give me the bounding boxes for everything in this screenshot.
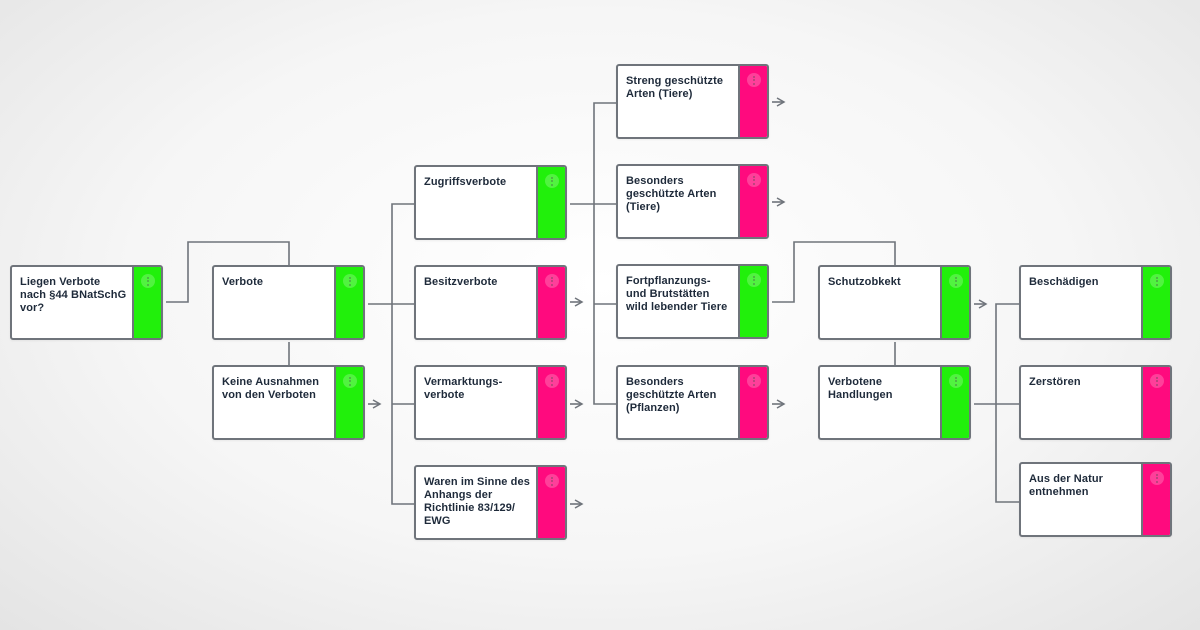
link-fortpflanzung-schutz: [772, 241, 896, 303]
status-indicator[interactable]: [940, 267, 969, 338]
status-indicator[interactable]: [738, 367, 767, 438]
node-beschaedigen[interactable]: Beschädigen: [1019, 265, 1172, 340]
node-label: Waren im Sinne des Anhangs der Richtlini…: [424, 476, 530, 527]
node-zugriffsverbote[interactable]: Zugriffsverbote: [414, 165, 567, 240]
more-options-icon[interactable]: [140, 274, 155, 288]
link-root-verbote: [166, 241, 290, 303]
node-label: Liegen Verbote nach §44 BNatSchG vor?: [20, 276, 127, 314]
more-options-icon[interactable]: [342, 274, 357, 288]
status-indicator[interactable]: [536, 467, 565, 538]
more-options-icon[interactable]: [544, 274, 559, 288]
branch-column3: [391, 203, 414, 505]
node-besitzverbote[interactable]: Besitzverbote: [414, 265, 567, 340]
node-label: Zugriffsverbote: [424, 176, 507, 188]
node-label: Vermarktungs-verbote: [424, 376, 503, 401]
more-options-icon[interactable]: [746, 273, 761, 287]
more-options-icon[interactable]: [746, 374, 761, 388]
more-options-icon[interactable]: [1149, 274, 1164, 288]
branch-column6: [995, 303, 1019, 503]
node-label: Besitzverbote: [424, 276, 498, 288]
more-options-icon[interactable]: [948, 274, 963, 288]
node-label: Besonders geschützte Arten (Tiere): [626, 175, 717, 213]
more-options-icon[interactable]: [1149, 374, 1164, 388]
status-indicator[interactable]: [536, 267, 565, 338]
more-options-icon[interactable]: [746, 73, 761, 87]
status-indicator[interactable]: [132, 267, 161, 338]
more-options-icon[interactable]: [948, 374, 963, 388]
node-besonders-geschuetzte-pflanzen[interactable]: Besonders geschützte Arten (Pflanzen): [616, 365, 769, 440]
node-aus-der-natur-entnehmen[interactable]: Aus der Natur entnehmen: [1019, 462, 1172, 537]
node-waren-richtlinie[interactable]: Waren im Sinne des Anhangs der Richtlini…: [414, 465, 567, 540]
node-label: Aus der Natur entnehmen: [1029, 473, 1104, 498]
more-options-icon[interactable]: [1149, 471, 1164, 485]
status-indicator[interactable]: [334, 267, 363, 338]
node-label: Streng geschützte Arten (Tiere): [626, 75, 724, 100]
node-label: Schutzobkekt: [828, 276, 901, 288]
node-vermarktungsverbote[interactable]: Vermarktungs-verbote: [414, 365, 567, 440]
more-options-icon[interactable]: [544, 474, 559, 488]
node-schutzobjekt[interactable]: Schutzobkekt: [818, 265, 971, 340]
status-indicator[interactable]: [1141, 267, 1170, 338]
status-indicator[interactable]: [536, 167, 565, 238]
node-keine-ausnahmen[interactable]: Keine Ausnahmen von den Verboten: [212, 365, 365, 440]
status-indicator[interactable]: [334, 367, 363, 438]
node-zerstoeren[interactable]: Zerstören: [1019, 365, 1172, 440]
status-indicator[interactable]: [738, 266, 767, 337]
more-options-icon[interactable]: [746, 173, 761, 187]
more-options-icon[interactable]: [544, 374, 559, 388]
node-label: Verbotene Handlungen: [828, 376, 893, 401]
node-label: Fortpflanzungs- und Brutstätten wild leb…: [626, 275, 728, 313]
node-verbotene-handlungen[interactable]: Verbotene Handlungen: [818, 365, 971, 440]
node-label: Verbote: [222, 276, 264, 288]
status-indicator[interactable]: [940, 367, 969, 438]
node-label: Beschädigen: [1029, 276, 1099, 288]
node-label: Keine Ausnahmen von den Verboten: [222, 376, 320, 401]
status-indicator[interactable]: [738, 166, 767, 237]
node-besonders-geschuetzte-tiere[interactable]: Besonders geschützte Arten (Tiere): [616, 164, 769, 239]
node-liegen-verbote[interactable]: Liegen Verbote nach §44 BNatSchG vor?: [10, 265, 163, 340]
node-label: Besonders geschützte Arten (Pflanzen): [626, 376, 717, 414]
status-indicator[interactable]: [1141, 367, 1170, 438]
node-verbote[interactable]: Verbote: [212, 265, 365, 340]
more-options-icon[interactable]: [544, 174, 559, 188]
status-indicator[interactable]: [1141, 464, 1170, 535]
status-indicator[interactable]: [738, 66, 767, 137]
node-streng-geschuetzte-tiere[interactable]: Streng geschützte Arten (Tiere): [616, 64, 769, 139]
status-indicator[interactable]: [536, 367, 565, 438]
node-fortpflanzungsstaetten[interactable]: Fortpflanzungs- und Brutstätten wild leb…: [616, 264, 769, 339]
more-options-icon[interactable]: [342, 374, 357, 388]
branch-column4: [593, 102, 616, 405]
node-label: Zerstören: [1029, 376, 1081, 388]
